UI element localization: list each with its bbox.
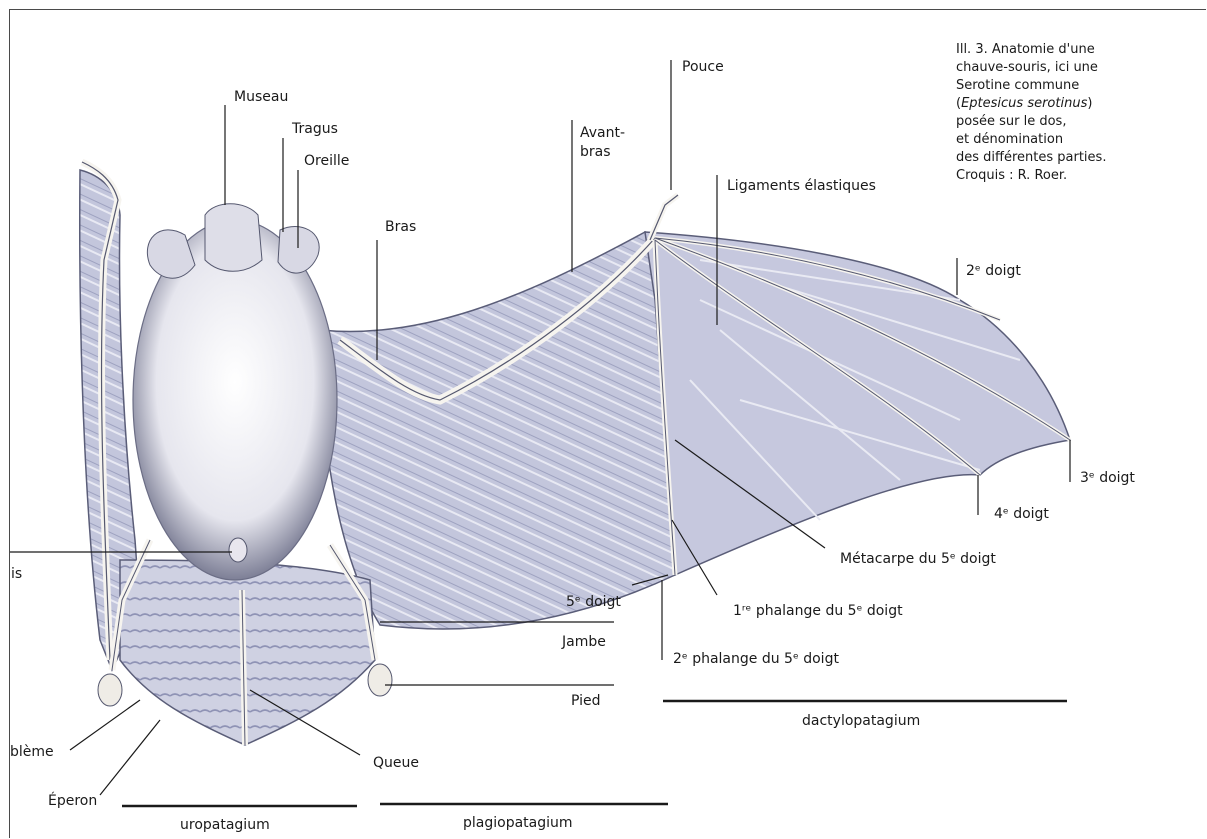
label-museau: Museau bbox=[234, 88, 288, 106]
penis bbox=[229, 538, 247, 562]
uropatagium bbox=[120, 560, 375, 745]
caption-line: posée sur le dos, bbox=[956, 113, 1106, 131]
figure-caption: Ill. 3. Anatomie d'une chauve-souris, ic… bbox=[956, 41, 1106, 185]
muzzle bbox=[205, 204, 262, 272]
label-tragus: Tragus bbox=[292, 120, 338, 138]
label-pied: Pied bbox=[571, 692, 601, 710]
caption-line: et dénomination bbox=[956, 131, 1106, 149]
right-ear bbox=[278, 226, 319, 273]
label-uropatagium: uropatagium bbox=[180, 816, 270, 834]
label-penis-partial: is bbox=[11, 565, 22, 583]
plagiopatagium bbox=[320, 232, 675, 629]
label-oreille: Oreille bbox=[304, 152, 349, 170]
label-dactylopatagium: dactylopatagium bbox=[802, 712, 920, 730]
caption-line: Ill. 3. Anatomie d'une bbox=[956, 41, 1106, 59]
label-plagiopatagium: plagiopatagium bbox=[463, 814, 573, 832]
label-avant-bras-2: bras bbox=[580, 143, 611, 161]
label-doigt-2: 2ᵉ doigt bbox=[966, 262, 1021, 280]
caption-species: Eptesicus serotinus bbox=[961, 96, 1087, 111]
caption-line: Serotine commune bbox=[956, 77, 1106, 95]
label-bras: Bras bbox=[385, 218, 416, 236]
label-metacarpe: Métacarpe du 5ᵉ doigt bbox=[840, 550, 996, 568]
caption-line: chauve-souris, ici une bbox=[956, 59, 1106, 77]
label-eperon: Éperon bbox=[48, 792, 97, 810]
label-jambe: Jambe bbox=[562, 633, 606, 651]
label-queue: Queue bbox=[373, 754, 419, 772]
label-ligaments: Ligaments élastiques bbox=[727, 177, 876, 195]
caption-line: Croquis : R. Roer. bbox=[956, 167, 1106, 185]
label-avant-bras-1: Avant- bbox=[580, 124, 625, 142]
label-phalange-1: 1ʳᵉ phalange du 5ᵉ doigt bbox=[733, 602, 903, 620]
label-calcaneum-partial: blème bbox=[10, 743, 54, 761]
caption-line: des différentes parties. bbox=[956, 149, 1106, 167]
label-doigt-3: 3ᵉ doigt bbox=[1080, 469, 1135, 487]
caption-line: (Eptesicus serotinus) bbox=[956, 95, 1106, 113]
label-doigt-5: 5ᵉ doigt bbox=[566, 593, 621, 611]
left-foot bbox=[98, 674, 122, 706]
label-phalange-2: 2ᵉ phalange du 5ᵉ doigt bbox=[673, 650, 839, 668]
label-pouce: Pouce bbox=[682, 58, 724, 76]
label-doigt-4: 4ᵉ doigt bbox=[994, 505, 1049, 523]
left-ear bbox=[147, 230, 195, 278]
right-foot bbox=[368, 664, 392, 696]
